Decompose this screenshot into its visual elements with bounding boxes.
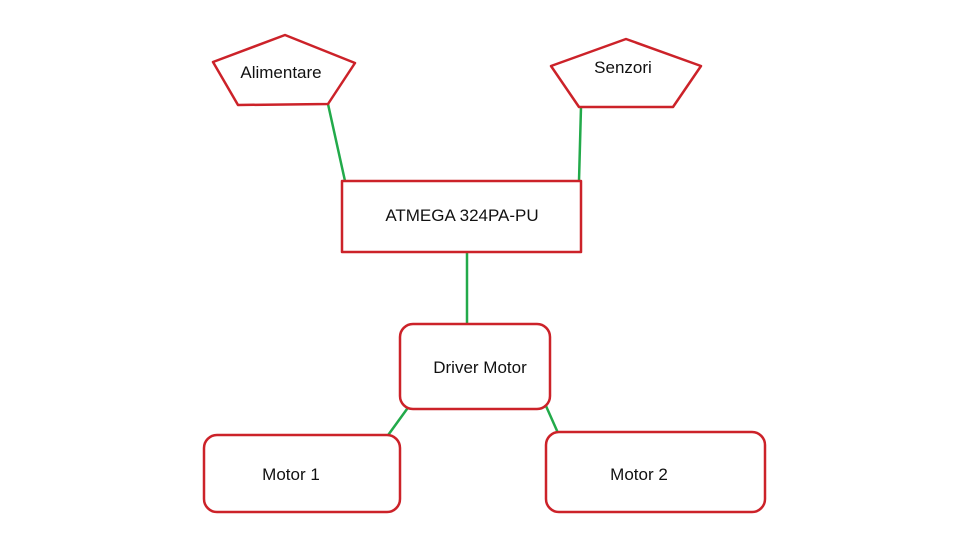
connector-driver-motor1 <box>384 407 409 440</box>
node-motor2: Motor 2 <box>544 430 767 514</box>
node-mcu: ATMEGA 324PA-PU <box>340 179 583 254</box>
pentagon-shape <box>549 37 703 109</box>
node-senzori-label: Senzori <box>594 58 652 77</box>
pentagon-shape <box>211 33 357 107</box>
node-motor2-label: Motor 2 <box>610 465 668 484</box>
node-alimentare: Alimentare <box>211 33 357 107</box>
node-driver-label: Driver Motor <box>433 358 527 377</box>
node-senzori: Senzori <box>549 37 703 109</box>
connector-senzori-mcu <box>577 105 583 183</box>
connector-driver-motor2 <box>544 404 560 435</box>
rounded-rectangle-shape <box>544 430 767 514</box>
node-motor1: Motor 1 <box>202 433 402 514</box>
node-motor1-label: Motor 1 <box>262 465 320 484</box>
node-alimentare-label: Alimentare <box>240 63 321 82</box>
rounded-rectangle-shape <box>202 433 402 514</box>
node-mcu-label: ATMEGA 324PA-PU <box>385 206 538 225</box>
rectangle-shape <box>340 179 583 254</box>
connector-alimentare-mcu <box>326 102 347 183</box>
node-driver: Driver Motor <box>398 322 552 411</box>
rounded-rectangle-shape <box>398 322 552 411</box>
